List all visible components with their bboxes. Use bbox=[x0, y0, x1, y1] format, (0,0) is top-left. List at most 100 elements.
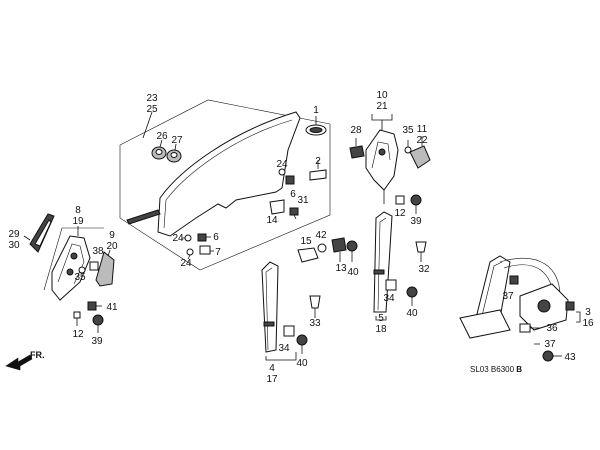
callout-24-left: 24 bbox=[172, 233, 184, 244]
glass-group-frame-right bbox=[199, 124, 331, 271]
callout-24-bottom: 24 bbox=[180, 258, 192, 269]
door-emblem-group bbox=[305, 116, 327, 181]
callout-38: 38 bbox=[92, 246, 104, 257]
regulator-base bbox=[459, 309, 511, 339]
callout-29: 29 bbox=[8, 229, 20, 240]
nut-40a bbox=[296, 334, 308, 346]
callout-42: 42 bbox=[315, 230, 327, 241]
door-glass-inner-edge bbox=[163, 119, 293, 229]
callout-34-right: 34 bbox=[383, 293, 395, 304]
nut-40b bbox=[346, 240, 358, 252]
callout-28: 28 bbox=[350, 125, 362, 136]
callout-20: 20 bbox=[106, 241, 118, 252]
screw-35a bbox=[78, 266, 86, 274]
callout-36: 36 bbox=[546, 323, 558, 334]
front-direction-indicator: FR. bbox=[5, 350, 45, 371]
callout-12-left: 12 bbox=[72, 329, 84, 340]
callout-33: 33 bbox=[309, 318, 321, 329]
callout-34-left: 34 bbox=[278, 343, 290, 354]
front-arrow-label: FR. bbox=[30, 350, 45, 360]
clip-6a bbox=[197, 233, 207, 242]
callout-1: 1 bbox=[313, 105, 319, 116]
clip-24c bbox=[278, 168, 286, 176]
callout-15: 15 bbox=[300, 236, 312, 247]
callout-39-left: 39 bbox=[91, 336, 103, 347]
callout-18: 18 bbox=[375, 324, 387, 335]
pin-42 bbox=[317, 243, 327, 253]
callout-26: 26 bbox=[156, 131, 168, 142]
rear-channel-group bbox=[373, 211, 427, 321]
callout-11: 11 bbox=[417, 124, 428, 135]
regulator-cable bbox=[499, 257, 561, 297]
callout-21: 21 bbox=[376, 101, 388, 112]
callout-43: 43 bbox=[564, 352, 576, 363]
nut-40c bbox=[406, 286, 418, 298]
callout-41: 41 bbox=[106, 302, 118, 313]
callout-14: 14 bbox=[266, 215, 278, 226]
glass-holder-14 bbox=[269, 199, 285, 215]
bolt-37b bbox=[565, 301, 575, 311]
clip-7 bbox=[199, 245, 211, 255]
callout-39-right: 39 bbox=[410, 216, 422, 227]
roller-15 bbox=[297, 247, 319, 263]
leader-23 bbox=[142, 111, 153, 139]
callout-6-right: 6 bbox=[290, 189, 296, 200]
window-regulator-group bbox=[459, 255, 581, 362]
callout-2: 2 bbox=[315, 156, 321, 167]
screw-12a bbox=[73, 311, 81, 319]
callout-13: 13 bbox=[335, 263, 347, 274]
callout-35-right: 35 bbox=[402, 125, 414, 136]
callout-24-right: 24 bbox=[276, 159, 288, 170]
nut-39b bbox=[410, 194, 422, 206]
callout-numbers: 23 25 26 27 1 2 24 6 31 14 24 6 7 24 8 1… bbox=[8, 90, 594, 385]
nut-39a bbox=[92, 314, 104, 326]
front-channel-group bbox=[261, 261, 321, 361]
clip-34a bbox=[283, 325, 295, 337]
regulator-parts-middle bbox=[297, 237, 358, 263]
callout-3: 3 bbox=[585, 307, 591, 318]
front-arrow-icon bbox=[5, 354, 33, 371]
callout-12-right: 12 bbox=[394, 208, 406, 219]
mirror-base bbox=[365, 129, 399, 191]
callout-40-middle: 40 bbox=[347, 267, 359, 278]
mirror-seal bbox=[349, 145, 365, 159]
callout-30: 30 bbox=[8, 240, 20, 251]
glass-run-strip bbox=[126, 209, 161, 225]
bolt-32 bbox=[415, 241, 427, 253]
clip-34b bbox=[385, 279, 397, 291]
callout-37-bottom: 37 bbox=[544, 339, 556, 350]
clip-38 bbox=[89, 261, 99, 271]
garnish-9 bbox=[95, 251, 115, 287]
door-glass bbox=[157, 111, 301, 237]
callout-9: 9 bbox=[109, 230, 115, 241]
mirror-sash-group bbox=[23, 213, 115, 333]
clip-24b bbox=[186, 248, 194, 256]
bolt-37a bbox=[509, 275, 519, 285]
callout-40-left: 40 bbox=[296, 358, 308, 369]
callout-27: 27 bbox=[171, 135, 183, 146]
callout-23: 23 bbox=[146, 93, 158, 104]
caution-label bbox=[309, 169, 327, 181]
callout-35-left: 35 bbox=[74, 272, 86, 283]
glass-group-frame-left bbox=[119, 145, 201, 271]
callout-22: 22 bbox=[416, 135, 428, 146]
callout-40-right: 40 bbox=[406, 308, 418, 319]
bolt-33 bbox=[309, 295, 321, 309]
clip-6b bbox=[285, 175, 295, 185]
callout-8: 8 bbox=[75, 205, 81, 216]
callout-19: 19 bbox=[72, 216, 84, 227]
callout-5: 5 bbox=[378, 313, 384, 324]
regulator-arm bbox=[475, 255, 511, 319]
callout-25: 25 bbox=[146, 104, 158, 115]
callout-32: 32 bbox=[418, 264, 430, 275]
callout-37-top: 37 bbox=[502, 291, 514, 302]
callout-16: 16 bbox=[582, 318, 594, 329]
bolt-31 bbox=[289, 207, 299, 216]
clip-24a bbox=[184, 234, 192, 242]
bolt-41 bbox=[87, 301, 97, 311]
door-mirror-group bbox=[349, 114, 431, 214]
bolt-43 bbox=[542, 350, 554, 362]
callout-17: 17 bbox=[266, 374, 278, 385]
front-channel bbox=[261, 261, 279, 353]
